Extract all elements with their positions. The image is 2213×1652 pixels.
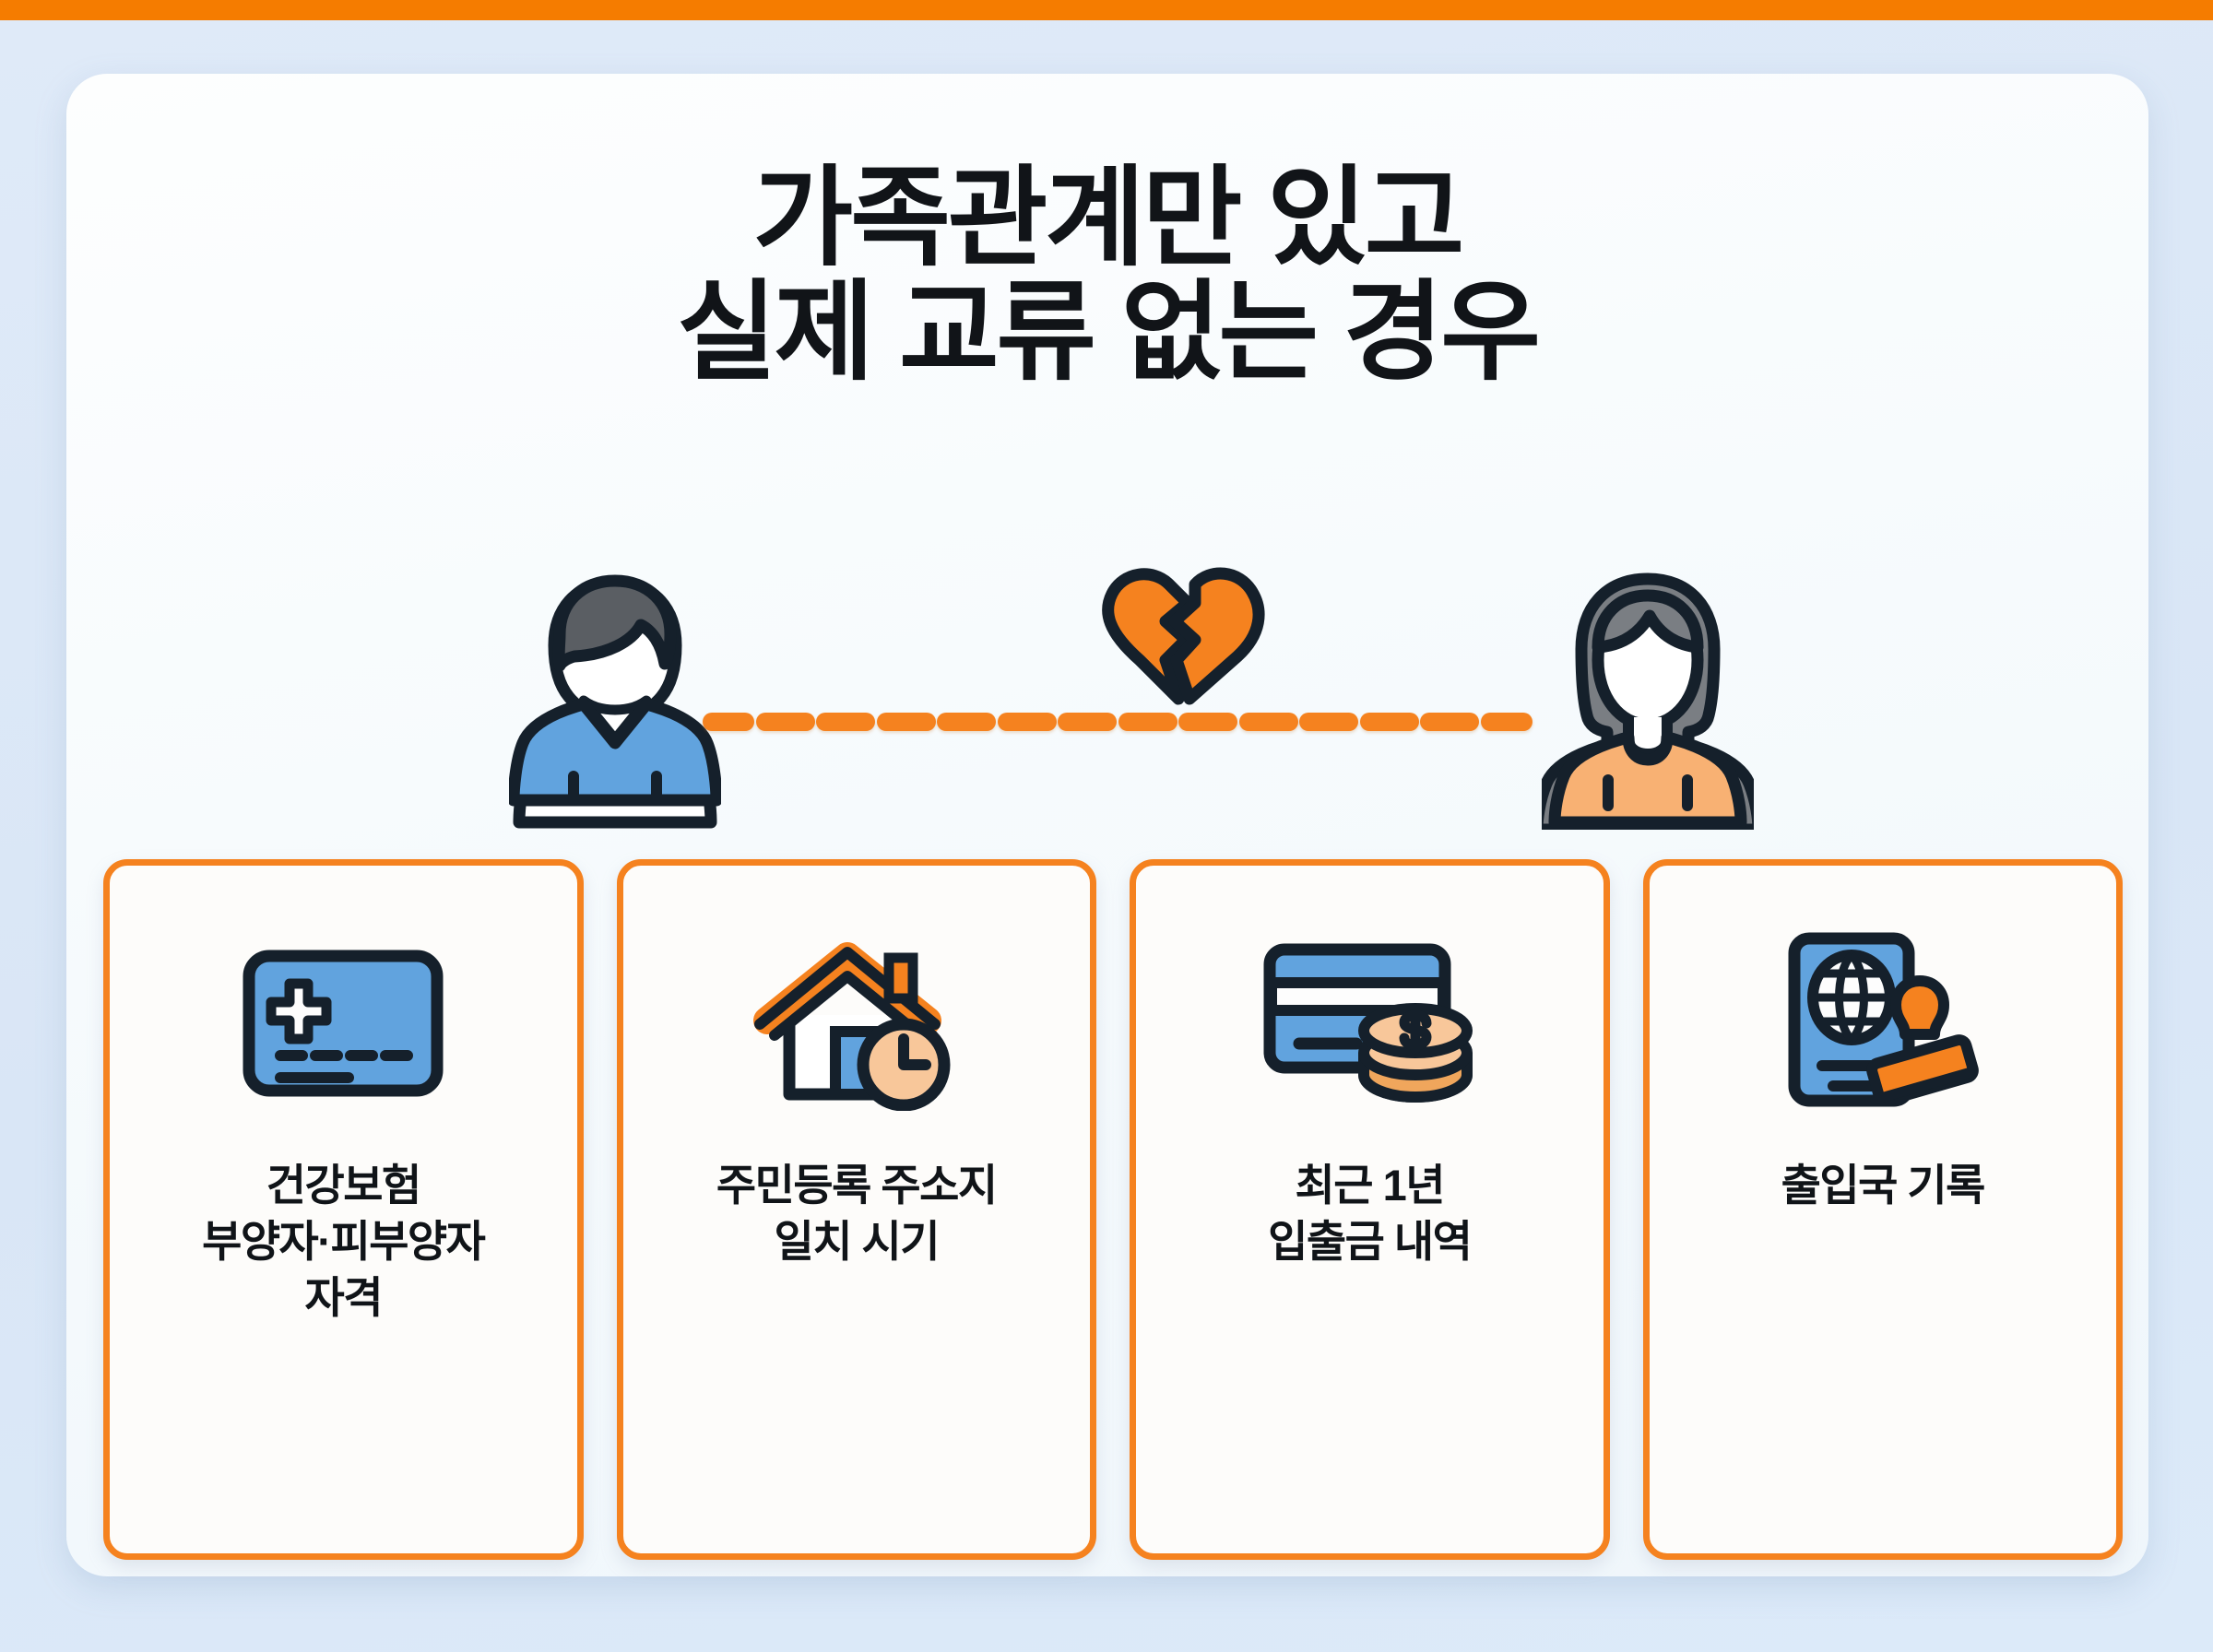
card-health-insurance[interactable]: 건강보험 부양자·피부양자 자격 bbox=[103, 859, 584, 1560]
card-immigration-records[interactable]: 출입국 기록 bbox=[1642, 859, 2123, 1560]
health-insurance-card-icon bbox=[242, 926, 444, 1120]
house-clock-icon bbox=[751, 926, 963, 1120]
page-title: 가족관계만 있고 실제 교류 없는 경우 bbox=[677, 158, 1541, 394]
card-residence-address[interactable]: 주민등록 주소지 일치 시기 bbox=[616, 859, 1096, 1560]
top-accent-bar bbox=[0, 0, 2213, 20]
card-bank-transactions[interactable]: 최근 1년 입출금 내역 bbox=[1130, 859, 1610, 1560]
male-person-avatar bbox=[507, 562, 723, 834]
evidence-card-list: 건강보험 부양자·피부양자 자격 주민등록 주소지 일치 시기 bbox=[103, 859, 2123, 1560]
card-label: 건강보험 부양자·피부양자 자격 bbox=[202, 1161, 486, 1322]
credit-card-coins-icon bbox=[1262, 926, 1476, 1120]
card-label: 주민등록 주소지 일치 시기 bbox=[716, 1161, 998, 1266]
broken-heart-icon bbox=[1099, 560, 1265, 713]
card-label: 출입국 기록 bbox=[1781, 1161, 1986, 1210]
passport-stamp-icon bbox=[1781, 926, 1984, 1120]
dashed-connector-line bbox=[703, 712, 1533, 732]
female-person-avatar bbox=[1531, 562, 1765, 836]
card-label: 최근 1년 입출금 내역 bbox=[1268, 1161, 1473, 1266]
relationship-illustration bbox=[66, 553, 2148, 836]
